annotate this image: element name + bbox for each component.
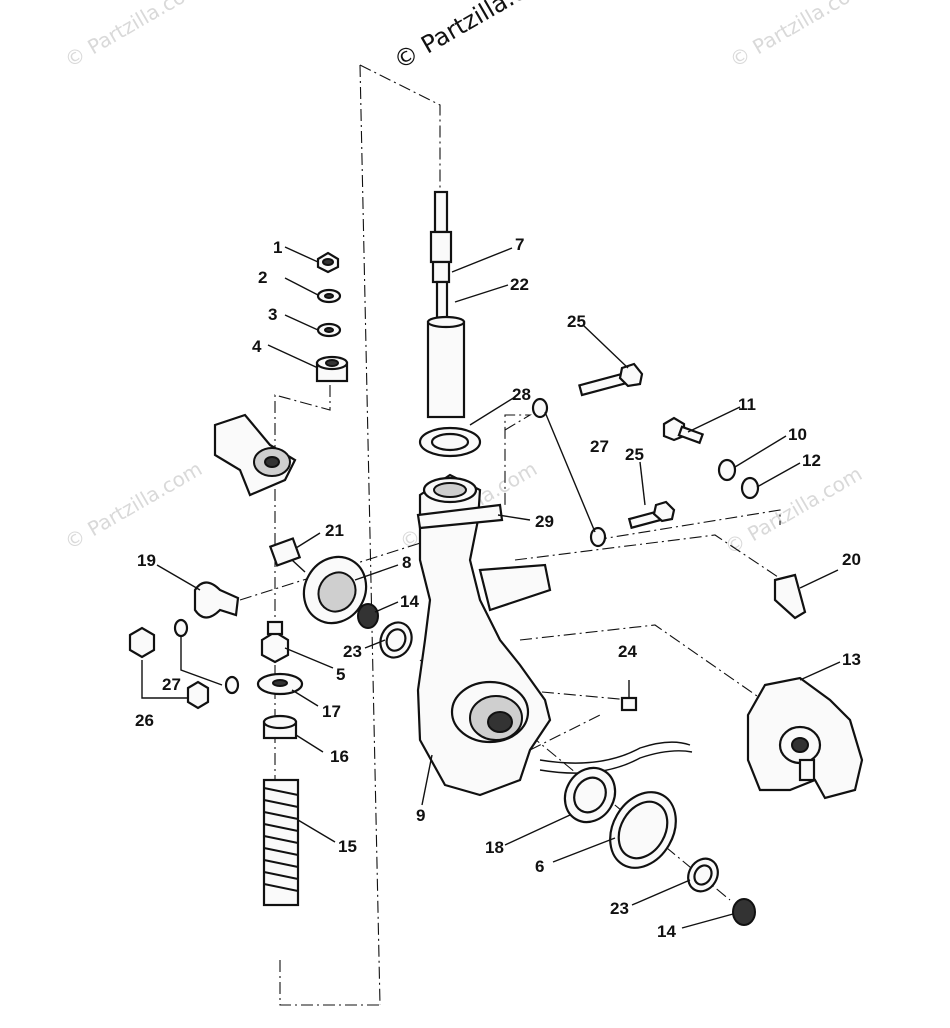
watermark-faint: © Partzilla.com bbox=[61, 456, 207, 554]
watermarks: © Partzilla.com © Partzilla.com © Partzi… bbox=[61, 0, 872, 559]
callout-23-upper: 23 bbox=[343, 642, 362, 661]
part-washer-2 bbox=[316, 288, 342, 304]
part-11-bolt bbox=[662, 416, 705, 445]
part-9-spindle-body bbox=[416, 473, 552, 797]
callout-16: 16 bbox=[330, 747, 349, 766]
callouts: 1 2 3 4 5 6 7 8 9 10 11 12 13 14 14 15 1… bbox=[135, 235, 861, 941]
part-26-nuts bbox=[128, 618, 240, 710]
part-brake-cable bbox=[539, 741, 693, 774]
part-23-washer-lower bbox=[687, 857, 719, 893]
callout-5: 5 bbox=[336, 665, 345, 684]
part-27-washer-lower bbox=[589, 526, 607, 548]
part-18-seal bbox=[563, 766, 617, 824]
callout-26: 26 bbox=[135, 711, 154, 730]
callout-1: 1 bbox=[273, 238, 282, 257]
callout-22: 22 bbox=[510, 275, 529, 294]
part-shaft bbox=[426, 190, 466, 419]
callout-27-left: 27 bbox=[162, 675, 181, 694]
callout-8: 8 bbox=[402, 553, 411, 572]
callout-28: 28 bbox=[512, 385, 531, 404]
callout-17: 17 bbox=[322, 702, 341, 721]
callout-18: 18 bbox=[485, 838, 504, 857]
part-nut-top bbox=[316, 251, 340, 274]
part-5 bbox=[260, 620, 290, 664]
part-12-washer bbox=[740, 476, 760, 500]
part-6-bearing-race bbox=[609, 791, 677, 869]
callout-2: 2 bbox=[258, 268, 267, 287]
part-25-bolt-upper bbox=[578, 362, 644, 397]
callout-6: 6 bbox=[535, 857, 544, 876]
part-15-spring bbox=[262, 778, 300, 907]
part-25-bolt-lower bbox=[627, 500, 676, 530]
callout-21: 21 bbox=[325, 521, 344, 540]
part-19-clamp bbox=[193, 581, 240, 619]
part-29-clamp bbox=[416, 503, 504, 530]
part-16-bushing bbox=[262, 714, 298, 740]
watermark-faint: © Partzilla.com bbox=[726, 0, 872, 72]
part-washer-3 bbox=[316, 322, 342, 338]
part-13-caliper bbox=[746, 676, 864, 800]
part-27-washer-upper bbox=[531, 397, 549, 419]
part-mount-bracket bbox=[213, 413, 297, 497]
watermark-faint: © Partzilla.com bbox=[721, 461, 867, 559]
part-20-pad bbox=[773, 573, 807, 620]
callout-13: 13 bbox=[842, 650, 861, 669]
callout-20: 20 bbox=[842, 550, 861, 569]
callout-24: 24 bbox=[618, 642, 637, 661]
part-bushing-4 bbox=[315, 355, 349, 383]
callout-27-right: 27 bbox=[590, 437, 609, 456]
callout-14-upper: 14 bbox=[400, 592, 419, 611]
callout-3: 3 bbox=[268, 305, 277, 324]
watermark-faint: © Partzilla.com bbox=[61, 0, 207, 72]
part-28-ring bbox=[418, 426, 482, 458]
part-17-washer bbox=[256, 672, 304, 696]
callout-4: 4 bbox=[252, 337, 262, 356]
callout-15: 15 bbox=[338, 837, 357, 856]
callout-7: 7 bbox=[515, 235, 524, 254]
callout-23-lower: 23 bbox=[610, 899, 629, 918]
leader-lines bbox=[141, 246, 841, 929]
callout-25-upper: 25 bbox=[567, 312, 586, 331]
callout-9: 9 bbox=[416, 806, 425, 825]
part-14-nut-lower bbox=[732, 898, 756, 926]
part-14-nut-upper bbox=[357, 603, 379, 629]
callout-19: 19 bbox=[137, 551, 156, 570]
callout-14-lower: 14 bbox=[657, 922, 676, 941]
part-24-fitting bbox=[620, 680, 638, 712]
callout-25-lower: 25 bbox=[625, 445, 644, 464]
part-23-washer-upper bbox=[379, 621, 413, 659]
callout-11: 11 bbox=[738, 395, 756, 414]
watermark-main: © Partzilla.com bbox=[389, 0, 563, 75]
callout-10: 10 bbox=[788, 425, 807, 444]
callout-29: 29 bbox=[535, 512, 554, 531]
part-8-seal bbox=[302, 555, 368, 625]
part-10-washer bbox=[717, 458, 737, 482]
callout-12: 12 bbox=[802, 451, 821, 470]
